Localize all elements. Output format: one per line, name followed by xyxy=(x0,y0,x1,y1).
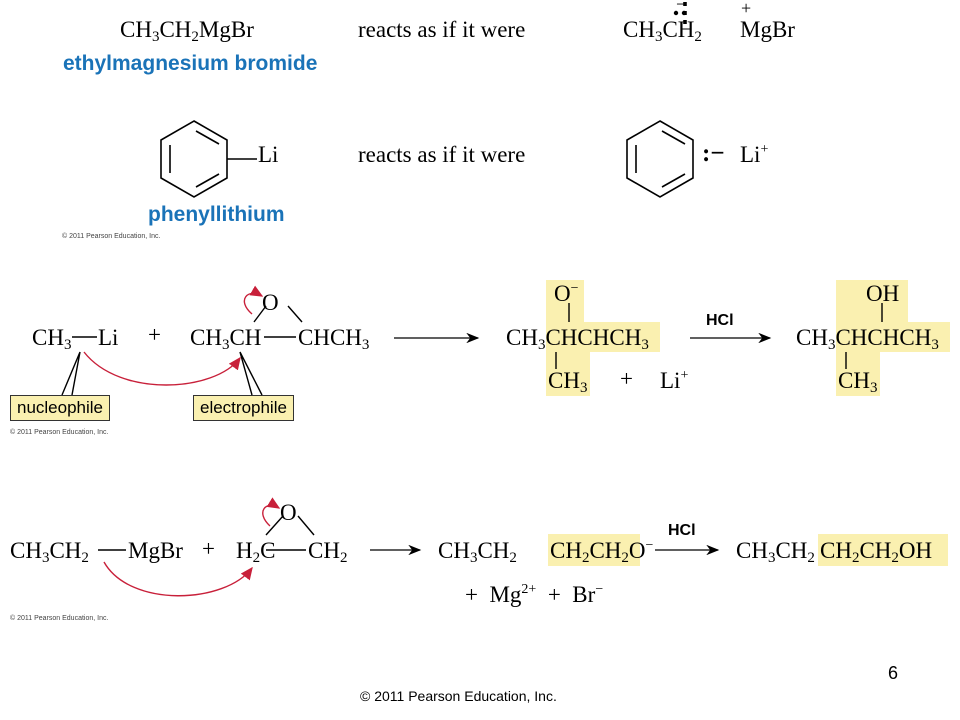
lithium-ion: Li+ xyxy=(660,368,689,393)
ethylene-oxide-oxygen: O xyxy=(280,500,297,525)
benzene-ring-phenyllithium xyxy=(160,120,257,198)
red-curved-arrow-attack-3 xyxy=(103,561,253,597)
highlight-alkoxide-3 xyxy=(548,534,640,566)
plus-sign-reaction2: + xyxy=(148,322,161,347)
page-number: 6 xyxy=(888,663,899,683)
red-curved-arrow-ring-open-3 xyxy=(262,497,281,527)
alkoxide-prefix-3: CH3CH2 xyxy=(438,538,517,566)
bonds-reaction3 xyxy=(98,515,315,551)
highlight-alkoxide-chain xyxy=(546,322,660,352)
alcohol-main-chain: CH3CHCHCH3 xyxy=(796,325,939,353)
lone-pair-dots xyxy=(673,10,687,16)
highlight-alcohol-3 xyxy=(818,534,948,566)
alkoxide-oxygen: O− xyxy=(554,281,579,306)
phenyllithium-name: phenyllithium xyxy=(148,203,285,226)
mgbr-cation: MgBr xyxy=(740,17,795,42)
grignard-ethyl: CH3CH2 xyxy=(10,538,89,566)
slide-footer: © 2011 Pearson Education, Inc. xyxy=(360,688,557,704)
bonds-reaction2 xyxy=(61,303,883,396)
grignard-formula: CH3CH2MgBr xyxy=(120,17,254,45)
highlight-alcohol-ch3 xyxy=(836,352,880,396)
copyright-1: © 2011 Pearson Education, Inc. xyxy=(62,233,161,240)
highlight-alkoxide-ch3 xyxy=(546,352,590,396)
grignard-name: ethylmagnesium bromide xyxy=(63,52,318,75)
reagent-hcl-1: HCl xyxy=(706,312,734,329)
alcohol-oh: OH xyxy=(866,281,900,306)
li-cation: Li+ xyxy=(740,142,769,167)
grignard-mgbr: MgBr xyxy=(128,538,183,563)
red-curved-arrow-attack xyxy=(83,351,241,386)
carbanion-charge: − xyxy=(676,0,687,14)
plus-sign-li: + xyxy=(620,366,633,391)
copyright-3: © 2011 Pearson Education, Inc. xyxy=(10,615,109,622)
epoxide-right: CHCH3 xyxy=(298,325,370,353)
benzene-ring-phenyl-anion xyxy=(626,120,694,198)
lithium-atom: Li xyxy=(98,325,119,350)
red-curved-arrow-ring-open xyxy=(243,285,264,315)
alkoxide-highlighted-3: CH2CH2O− xyxy=(550,538,654,566)
reacts-as-text-1: reacts as if it were xyxy=(358,17,526,42)
byproduct-ions: + Mg2+ + Br− xyxy=(465,582,604,607)
reacts-as-text-2: reacts as if it were xyxy=(358,142,526,167)
methyl-group: CH3 xyxy=(32,325,72,353)
alcohol-highlighted-3: CH2CH2OH xyxy=(820,538,933,566)
phenyl-li-label: Li xyxy=(258,142,279,167)
alkoxide-main-chain: CH3CHCHCH3 xyxy=(506,325,649,353)
epoxide-oxygen: O xyxy=(262,290,279,315)
ethylene-oxide-right: CH2 xyxy=(308,538,348,566)
alcohol-methyl: CH3 xyxy=(838,368,878,396)
alkoxide-methyl: CH3 xyxy=(548,368,588,396)
plus-sign-reaction3: + xyxy=(202,536,215,561)
highlight-alcohol-chain xyxy=(836,322,950,352)
phenyl-anion-charge: :− xyxy=(702,140,725,167)
alcohol-prefix-3: CH3CH2 xyxy=(736,538,815,566)
copyright-2: © 2011 Pearson Education, Inc. xyxy=(10,429,109,436)
carbanion-formula: CH3CH2 xyxy=(623,17,702,45)
nucleophile-label: nucleophile xyxy=(10,395,111,421)
electrophile-label: electrophile xyxy=(193,395,294,421)
reagent-hcl-2: HCl xyxy=(668,522,696,539)
epoxide-left: CH3CH xyxy=(190,325,262,353)
mgbr-charge: + xyxy=(741,0,752,18)
